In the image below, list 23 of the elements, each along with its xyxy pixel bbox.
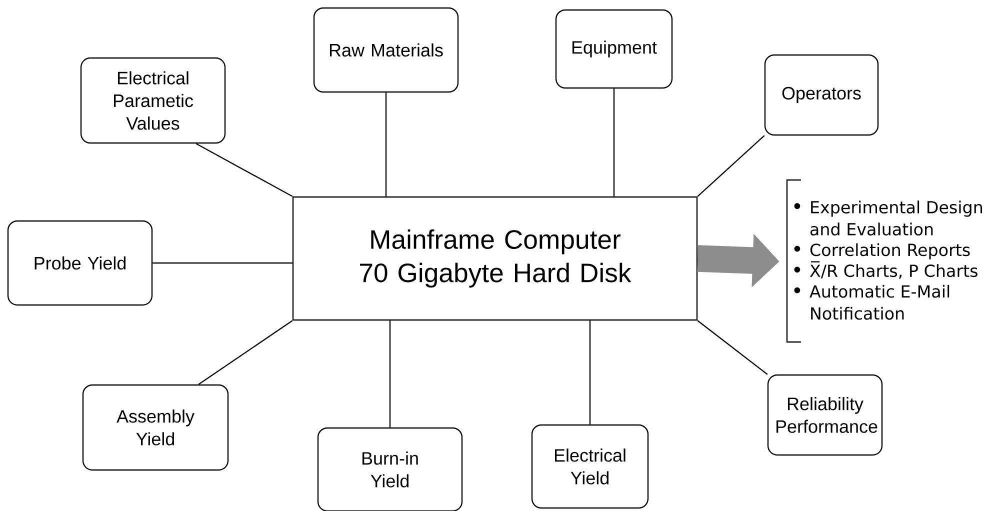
connector-line [697,320,768,375]
list-item: Correlation Reports [810,243,970,260]
connector-line [389,320,391,428]
rounded-box: Operators [764,54,879,136]
connector-line [196,143,293,197]
rounded-box: Reliability Performance [767,374,883,456]
computer-box: Mainframe Computer 70 Gigabyte Hard Disk [292,196,698,321]
rounded-box: Equipment [555,9,673,89]
list-item: Automatic E-Mail Notification [810,284,950,320]
rounded-box: Raw Materials [313,7,459,93]
connector-line [697,135,765,197]
rounded-box: Electrical Yield [531,424,649,509]
connector-line [152,262,292,264]
connector-line [613,88,615,196]
connector-line [385,92,387,196]
rounded-box: Assembly Yield [82,384,229,471]
rounded-box: Burn-in Yield [317,427,463,511]
connector-line [198,320,293,385]
rounded-box: Probe Yield [7,220,153,306]
list-item: Experimental Design and Evaluation [810,200,982,236]
connector-line [589,320,591,424]
rounded-box: Electrical Parametic Values [80,57,226,144]
list-item: X̅/R Charts, P Charts [810,261,978,279]
